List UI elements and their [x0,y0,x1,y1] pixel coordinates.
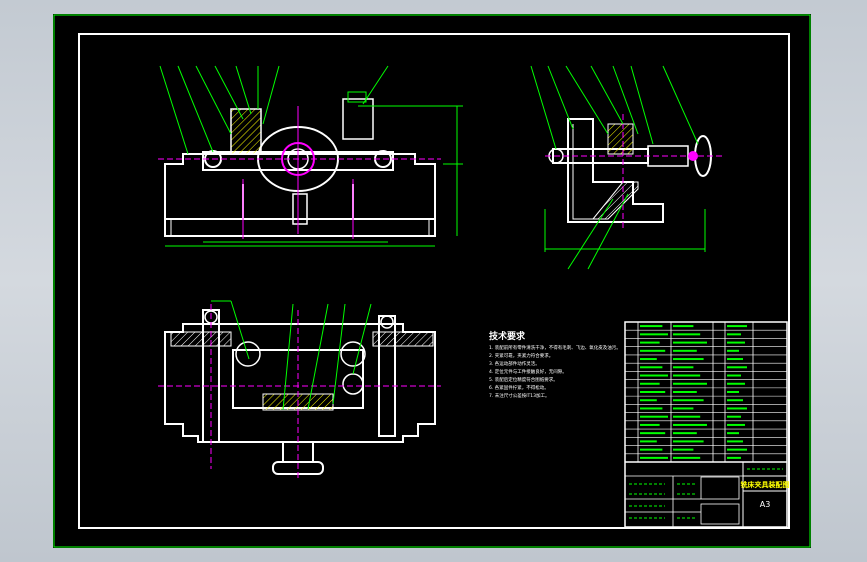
drawing-title: 铣床夹具装配图 [740,480,790,489]
bom-cell-mark [640,390,666,393]
front-view [158,65,463,247]
bom-cell-mark [727,333,741,336]
bom-cell-mark [673,440,704,443]
parts-list-table [624,321,788,528]
bom-cell-mark [640,448,663,451]
bom-cell-mark [640,333,668,336]
bom-cell-mark [727,325,747,328]
bom-cell-mark [673,366,694,369]
bom-cell-mark [673,374,701,377]
bom-cell-mark [640,349,666,352]
bom-cell-mark [727,341,745,344]
tech-req-line: 2. 夹紧可靠，夹紧力符合要求。 [489,352,553,359]
side-view [530,65,723,270]
bom-cell-mark [640,366,663,369]
bom-cell-mark [727,440,743,443]
bom-cell-mark [673,448,694,451]
tech-requirements-title: 技术要求 [489,330,526,342]
tech-req-line: 3. 各运动部件动作灵活。 [489,360,540,367]
bom-cell-mark [727,349,739,352]
bom-cell-mark [673,349,697,352]
tech-req-line: 5. 装配后定位精度符合图纸要求。 [489,376,558,383]
tech-req-line: 7. 未注尺寸公差按IT13加工。 [489,392,550,399]
bom-cell-mark [673,382,707,385]
bom-cell-mark [640,415,668,418]
bom-cell-mark [640,456,668,459]
bom-cell-mark [673,432,697,435]
bom-cell-mark [640,325,663,328]
bom-cell-mark [727,415,741,418]
tech-req-line: 4. 定位元件与工件接触良好，无间隙。 [489,368,567,375]
bom-cell-mark [727,390,739,393]
bom-cell-mark [673,325,694,328]
bom-cell-mark [640,358,657,361]
bom-cell-mark [640,440,657,443]
bom-cell-mark [727,366,747,369]
bom-cell-mark [640,341,660,344]
bom-cell-mark [673,333,701,336]
bom-cell-mark [727,358,743,361]
top-view [158,300,441,479]
bom-cell-mark [673,358,704,361]
bom-cell-mark [727,456,741,459]
tech-req-line: 6. 各紧固件拧紧，不得松动。 [489,384,549,391]
bom-cell-mark [727,399,743,402]
bom-cell-mark [640,432,666,435]
bom-cell-mark [727,448,747,451]
bom-cell-mark [727,423,745,426]
bom-cell-mark [727,432,739,435]
bom-cell-mark [727,407,747,410]
bom-cell-mark [673,456,701,459]
bom-cell-mark [673,415,701,418]
bom-cell-mark [727,374,741,377]
technical-requirements: 技术要求 1. 装配前所有零件清洗干净，不得有毛刺、飞边、氧化皮及油污。 2. … [489,330,621,399]
bom-cell-mark [673,407,694,410]
drawing-frame [78,33,790,529]
sheet-size: A3 [760,500,771,509]
tech-req-line: 1. 装配前所有零件清洗干净，不得有毛刺、飞边、氧化皮及油污。 [489,344,621,351]
bom-cell-mark [673,423,707,426]
outer-border [53,14,811,548]
bom-cell-mark [673,341,707,344]
bom-cell-mark [640,374,668,377]
bom-cell-mark [640,423,660,426]
drawing-background [53,14,811,548]
bom-cell-mark [640,399,657,402]
bom-cell-mark [673,399,704,402]
bom-cell-mark [673,390,697,393]
bom-cell-mark [640,407,663,410]
bom-cell-mark [640,382,660,385]
bom-cell-mark [727,382,745,385]
drawing-canvas[interactable]: 技术要求 1. 装配前所有零件清洗干净，不得有毛刺、飞边、氧化皮及油污。 2. … [53,14,811,548]
title-block: 铣床夹具装配图 A3 [625,461,790,527]
